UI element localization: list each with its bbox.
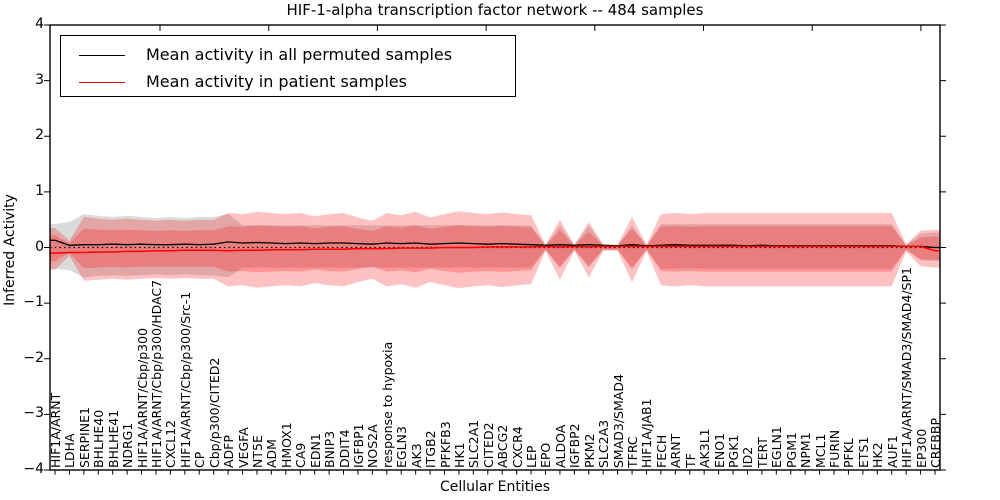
x-tick-label: PGM1 bbox=[783, 432, 799, 468]
x-tick-label: ETS1 bbox=[855, 436, 871, 468]
x-tick-label: HIF1A/ARNT/Cbp/p300 bbox=[134, 327, 150, 468]
x-tick-label: HIF1A/ARNT bbox=[48, 392, 63, 468]
y-tick-label: 4 bbox=[35, 16, 44, 32]
x-tick-label: BHLHE41 bbox=[105, 409, 121, 468]
x-tick-label: IGFBP1 bbox=[350, 423, 366, 468]
y-tick-label: 1 bbox=[35, 182, 44, 199]
x-tick-label: EGLN3 bbox=[394, 426, 410, 468]
x-tick-label: PFKFB3 bbox=[437, 421, 453, 468]
y-tick-label: −3 bbox=[23, 405, 44, 422]
legend-label-patient: Mean activity in patient samples bbox=[146, 72, 407, 91]
patient-std-band-inner bbox=[50, 225, 940, 273]
x-tick-label: HIF1A/ARNT/Cbp/p300/Src-1 bbox=[177, 291, 193, 468]
patient-mean-line bbox=[50, 245, 940, 254]
legend-item-patient: Mean activity in patient samples bbox=[61, 69, 515, 97]
x-tick-label: NDRG1 bbox=[120, 422, 136, 468]
x-tick-label: MCL1 bbox=[812, 433, 828, 468]
y-tick-label: 2 bbox=[35, 127, 44, 144]
x-tick-label: HIF1A/ARNT/SMAD3/SMAD4/SP1 bbox=[899, 267, 915, 468]
axes-frame bbox=[49, 24, 941, 471]
x-tick-label: ABCG2 bbox=[495, 424, 511, 468]
x-tick-label: BHLHE40 bbox=[91, 409, 107, 468]
y-tick-label: 0 bbox=[35, 238, 44, 255]
x-tick-label: CREBBP bbox=[928, 418, 943, 468]
x-tick-label: EPO bbox=[538, 442, 554, 468]
x-tick-label: ITGB2 bbox=[423, 430, 439, 468]
x-tick-label: NPM1 bbox=[798, 432, 814, 468]
x-tick-label: TERT bbox=[754, 437, 770, 468]
x-tick-label: VEGFA bbox=[235, 427, 251, 468]
legend-label-permuted: Mean activity in all permuted samples bbox=[146, 45, 453, 64]
x-tick-label: ENO1 bbox=[711, 432, 727, 468]
x-tick-label: CA9 bbox=[293, 442, 309, 468]
x-tick-label: CXCL12 bbox=[163, 420, 179, 468]
x-tick-label: Cbp/p300/CITED2 bbox=[206, 357, 222, 468]
x-tick-label: SERPINE1 bbox=[76, 407, 92, 468]
x-tick-label: HIF1A/ARNT/Cbp/p300/HDAC7 bbox=[148, 279, 164, 468]
x-tick-label: ADM bbox=[264, 439, 280, 468]
x-tick-label: FURIN bbox=[827, 429, 843, 468]
y-tick-label: −4 bbox=[23, 461, 44, 477]
permuted-line-sample bbox=[79, 55, 125, 56]
x-tick-label: CXCR4 bbox=[509, 426, 525, 468]
x-tick-label: ALDOA bbox=[552, 424, 568, 468]
x-tick-label: NOS2A bbox=[365, 424, 381, 468]
x-tick-label: AUF1 bbox=[884, 435, 900, 468]
x-tick-label: AK3L1 bbox=[697, 428, 713, 468]
x-tick-label: LEP bbox=[524, 445, 540, 468]
x-tick-label: response to hypoxia bbox=[379, 341, 395, 468]
x-tick-label: SMAD3/SMAD4 bbox=[610, 374, 626, 468]
x-tick-label: HIF1A/JAB1 bbox=[639, 398, 655, 468]
x-tick-label: ID2 bbox=[740, 446, 756, 468]
x-tick-label: NT5E bbox=[249, 435, 265, 468]
x-tick-label: CP bbox=[192, 451, 208, 468]
x-tick-label: ARNT bbox=[668, 433, 684, 468]
legend-item-permuted: Mean activity in all permuted samples bbox=[61, 42, 515, 70]
x-tick-label: PFKL bbox=[841, 438, 857, 468]
y-tick-label: −2 bbox=[23, 349, 44, 366]
y-tick-label: −1 bbox=[23, 294, 44, 311]
x-tick-label: IGFBP2 bbox=[567, 423, 583, 468]
y-tick-label: 3 bbox=[35, 71, 44, 88]
x-tick-label: PGK1 bbox=[726, 434, 742, 468]
x-tick-label: AK3 bbox=[408, 443, 424, 468]
patient-std-band-outer bbox=[50, 211, 940, 289]
permuted-std-band bbox=[50, 214, 940, 278]
x-tick-label: SLC2A1 bbox=[466, 419, 482, 468]
x-tick-label: CITED2 bbox=[480, 422, 496, 468]
x-tick-label: HMOX1 bbox=[278, 422, 294, 468]
x-tick-label: FECH bbox=[653, 434, 669, 468]
axis-ticks bbox=[44, 24, 946, 475]
legend: Mean activity in all permuted samples Me… bbox=[60, 35, 516, 97]
x-tick-label: ADFP bbox=[221, 435, 237, 468]
x-tick-label: TF bbox=[682, 453, 698, 468]
x-tick-label: TFRC bbox=[625, 436, 641, 468]
x-axis-label: Cellular Entities bbox=[439, 479, 551, 495]
patient-line-sample bbox=[79, 82, 125, 83]
x-tick-label: BNIP3 bbox=[322, 430, 338, 468]
x-tick-label: EGLN1 bbox=[769, 426, 785, 468]
x-tick-label: HK1 bbox=[451, 442, 467, 468]
x-tick-label: EDN1 bbox=[307, 433, 323, 468]
x-tick-label: SLC2A3 bbox=[596, 419, 612, 468]
chart-title: HIF-1-alpha transcription factor network… bbox=[286, 1, 704, 19]
x-tick-label: EP300 bbox=[913, 428, 929, 468]
x-tick-label: HK2 bbox=[870, 442, 886, 468]
x-tick-label: PKM2 bbox=[581, 433, 597, 468]
x-tick-label: LDHA bbox=[62, 433, 78, 468]
x-tick-label: DDIT4 bbox=[336, 429, 352, 468]
